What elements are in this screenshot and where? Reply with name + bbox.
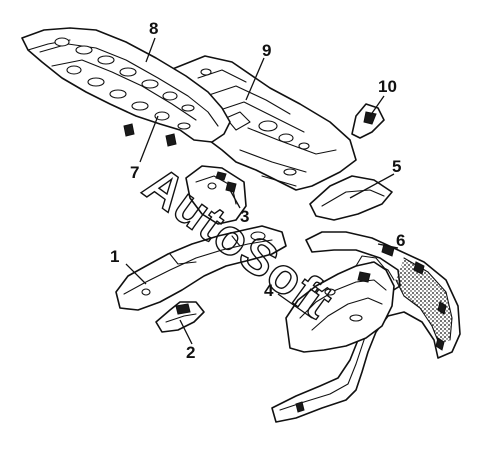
- part-2-gusset: [155, 301, 205, 333]
- callout-4: 4: [264, 281, 274, 300]
- callout-6: 6: [396, 231, 405, 250]
- callout-9: 9: [262, 41, 271, 60]
- callout-10: 10: [378, 77, 397, 96]
- callout-2: 2: [186, 343, 195, 362]
- callout-labels: 8 9 10 5 3 7 6 4 1 2: [110, 19, 405, 362]
- callout-7: 7: [130, 163, 139, 182]
- callout-1: 1: [110, 247, 119, 266]
- part-1-rear-side-member: [115, 225, 287, 311]
- part-3-support-bracket: [185, 165, 247, 225]
- part-9-rear-floor-panel: [169, 55, 357, 191]
- callout-8: 8: [149, 19, 158, 38]
- callout-3: 3: [240, 207, 249, 226]
- callout-5: 5: [392, 157, 401, 176]
- part-4-inner-wheel-housing: [285, 255, 395, 353]
- leader-lines: [125, 37, 399, 345]
- part-8-floor-cross-member: [21, 27, 231, 147]
- part-10-small-bracket: [351, 103, 385, 139]
